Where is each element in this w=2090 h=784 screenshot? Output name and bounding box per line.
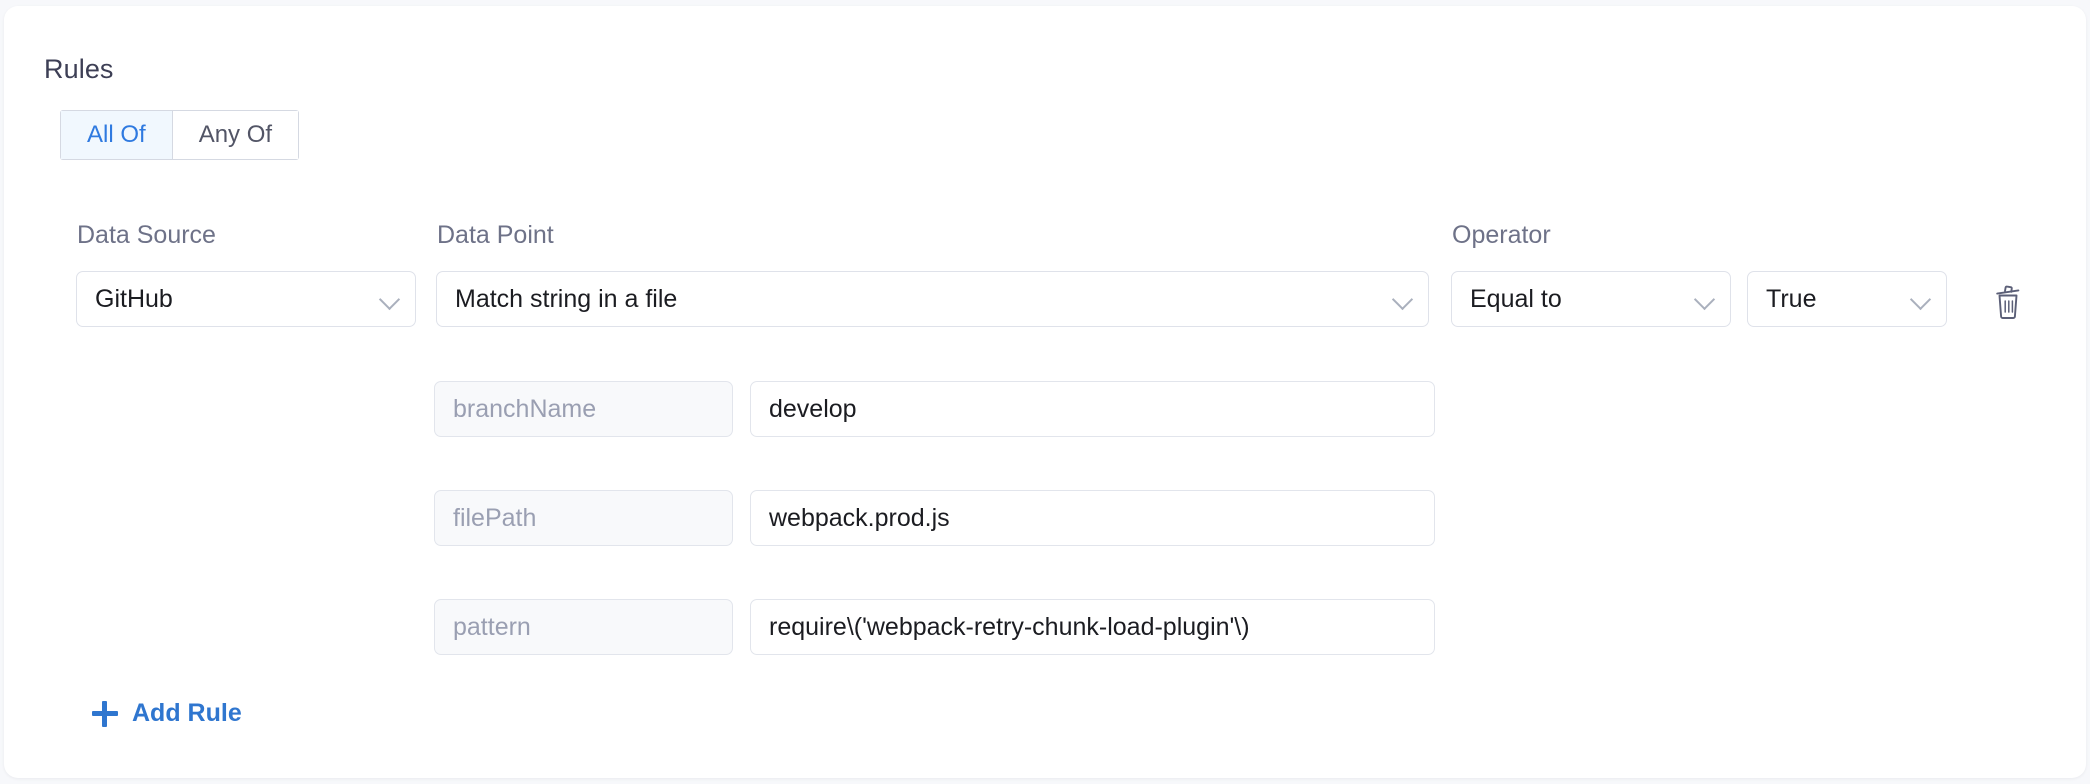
parameter-value-input[interactable]: webpack.prod.js (750, 490, 1435, 546)
operator-select[interactable]: Equal to (1451, 271, 1731, 327)
operator-value: Equal to (1470, 284, 1562, 313)
parameter-key: filePath (434, 490, 733, 546)
chevron-down-icon (1910, 288, 1932, 310)
parameter-key: pattern (434, 599, 733, 655)
match-type-toggle[interactable]: All Of Any Of (60, 110, 300, 160)
parameter-value-input[interactable]: develop (750, 381, 1435, 437)
chevron-down-icon (1392, 288, 1414, 310)
plus-icon (92, 700, 118, 727)
add-rule-button[interactable]: Add Rule (92, 699, 242, 728)
operand-select[interactable]: True (1747, 271, 1947, 327)
data-point-value: Match string in a file (455, 284, 678, 313)
operand-value: True (1766, 284, 1817, 313)
data-source-select[interactable]: GitHub (76, 271, 416, 327)
delete-rule-button[interactable] (1984, 278, 2032, 326)
rules-card: Rules All Of Any Of Data Source Data Poi… (4, 6, 2086, 778)
toggle-option-all-of[interactable]: All Of (60, 110, 173, 160)
data-point-label: Data Point (437, 221, 554, 249)
trash-icon (1996, 285, 2020, 319)
parameter-key: branchName (434, 381, 733, 437)
add-rule-label: Add Rule (132, 699, 242, 727)
operator-label: Operator (1452, 221, 1551, 249)
chevron-down-icon (379, 288, 401, 310)
toggle-option-any-of[interactable]: Any Of (172, 110, 300, 160)
page-title: Rules (44, 54, 114, 84)
data-point-select[interactable]: Match string in a file (436, 271, 1429, 327)
chevron-down-icon (1694, 288, 1716, 310)
data-source-value: GitHub (95, 284, 173, 313)
data-source-label: Data Source (77, 221, 216, 249)
parameter-value-input[interactable]: require\('webpack-retry-chunk-load-plugi… (750, 599, 1435, 655)
